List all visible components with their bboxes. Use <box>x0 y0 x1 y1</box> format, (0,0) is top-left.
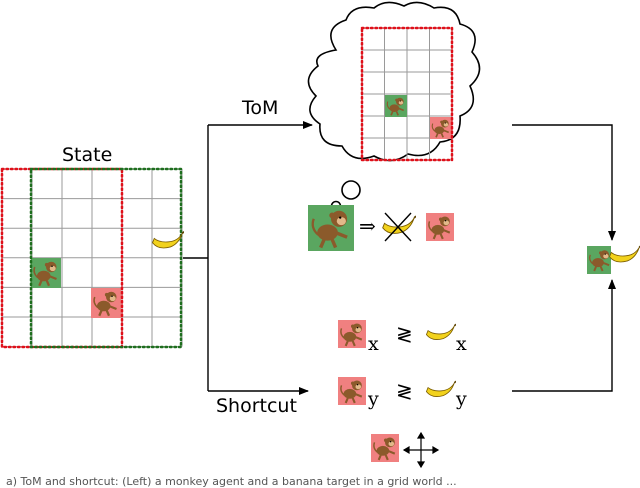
banana-icon <box>425 380 456 398</box>
state-grid <box>0 167 183 349</box>
variable-y-right: y <box>456 388 467 410</box>
belief-red-dotted-region <box>360 26 454 162</box>
relation-symbol-x: ≷ <box>396 322 413 346</box>
result <box>587 244 640 274</box>
shortcut-label: Shortcut <box>216 395 297 417</box>
tom-inference <box>308 205 454 251</box>
shortcut-merge-arrow <box>512 279 616 392</box>
variable-x-right: x <box>456 333 467 355</box>
relation-symbol-y: ≷ <box>396 379 413 403</box>
shortcut-rules <box>338 320 456 469</box>
figure-caption: a) ToM and shortcut: (Left) a monkey age… <box>6 475 457 488</box>
variable-x-left: x <box>368 333 379 355</box>
banana-icon <box>608 244 640 263</box>
variable-y-left: y <box>368 388 379 410</box>
green-dotted-region <box>29 167 183 349</box>
state-label: State <box>62 144 113 166</box>
belief-grid <box>360 26 454 162</box>
tom-merge-arrow <box>512 124 616 241</box>
cross-icon <box>384 212 412 242</box>
four-way-arrow-icon <box>402 431 440 469</box>
branch-connector <box>183 121 616 395</box>
implies-symbol: ⇒ <box>359 214 376 238</box>
banana-icon <box>425 323 456 341</box>
tom-label: ToM <box>242 97 279 119</box>
banana-icon <box>151 230 184 249</box>
